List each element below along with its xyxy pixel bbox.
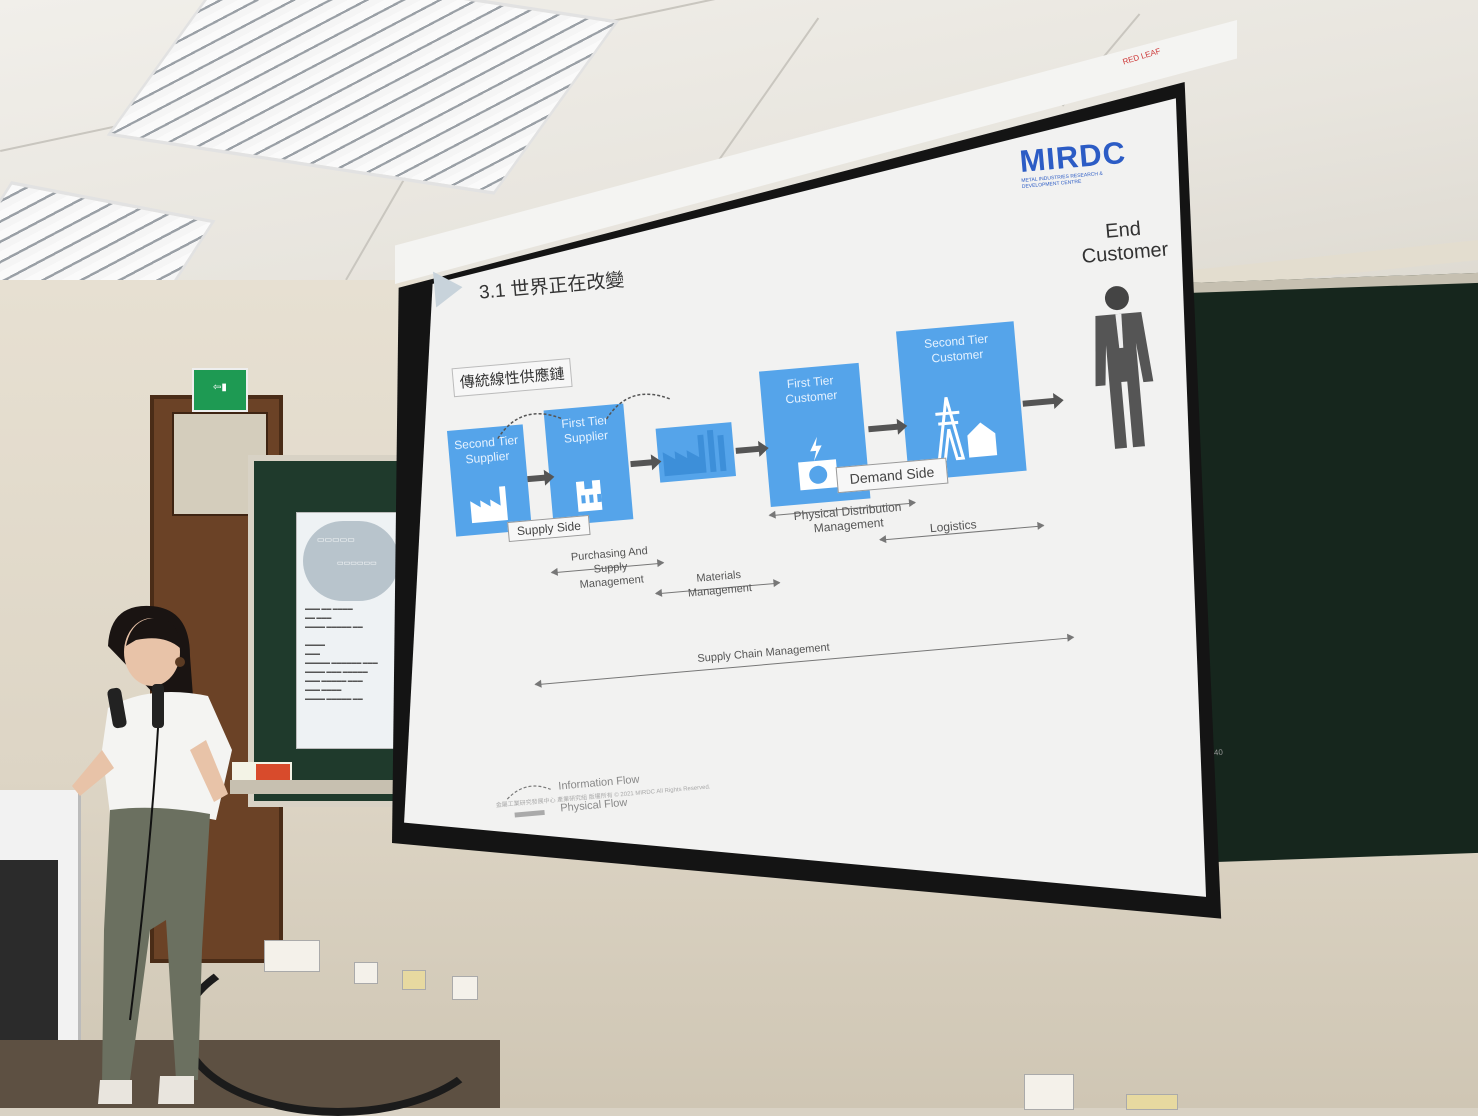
event-poster: ▭▭▭▭▭ ▭▭▭▭▭▭ ▬▬▬ ▬▬ ▬▬▬▬▬▬ ▬▬▬▬▬▬▬ ▬▬▬▬▬… [296,512,408,749]
slide-page-number: 40 [1213,747,1224,758]
second-tier-customer-box: Second Tier Customer [896,321,1027,481]
flow-arrow [630,459,653,468]
wall-outlet [1024,1074,1074,1110]
information-flow-arc-icon [497,413,563,439]
end-customer-label: End Customer [1080,217,1170,268]
first-tier-supplier-box: First Tier Supplier [543,403,634,527]
poster-text-graphic: ▬▬▬ ▬▬ ▬▬▬▬▬▬ ▬▬▬▬▬▬▬ ▬▬▬▬▬ ▬▬▬▬▬▬▬▬▬▬▬▬… [305,606,378,702]
physical-flow-legend-icon [514,809,545,818]
marker-box [256,764,290,780]
businessman-icon [1095,286,1154,449]
poster-title-graphic: ▭▭▭▭▭ [317,535,355,544]
second-tier-customer-label: Second Tier Customer [923,331,989,366]
supply-chain-span-label: Supply Chain Management [696,641,831,666]
exit-sign-icon: ⇦▮ [192,368,248,412]
manufacturer-box [655,422,736,483]
flow-arrow [868,423,899,433]
title-triangle-icon [433,269,465,308]
poster-cloud-graphic [303,521,399,601]
flow-arrow [527,474,546,483]
factory-icon [662,429,727,477]
materials-span-label: Materials Management [687,568,753,600]
slide-content: 3.1 世界正在改變 MIRDC METAL INDUSTRIES RESEAR… [428,135,1227,848]
wall-outlet [354,962,378,984]
flow-arrow [1022,397,1055,407]
first-tier-customer-label: First Tier Customer [784,373,838,407]
chalk-ledge [230,780,430,794]
wall-outlet [402,970,426,990]
poster-subtitle-graphic: ▭▭▭▭▭▭ [337,560,377,567]
wall-outlet [264,940,320,972]
chain-label: 傳統線性供應鏈 [451,357,573,398]
logistics-span-label: Logistics [929,517,978,536]
presenter [72,605,232,1104]
building-icon [575,479,603,512]
purchasing-span-label: Purchasing And Supply Management [570,544,649,591]
factory-icon [470,486,508,524]
second-tier-supplier-box: Second Tier Supplier [446,424,532,537]
wall-outlet [452,976,478,1000]
power-plant-icon [798,436,839,491]
first-tier-customer-box: First Tier Customer [758,362,871,508]
information-flow-arc-icon [605,393,672,420]
power-tower-house-icon [935,396,998,462]
slide-title: 3.1 世界正在改變 [478,270,626,304]
flow-arrow [735,445,760,454]
